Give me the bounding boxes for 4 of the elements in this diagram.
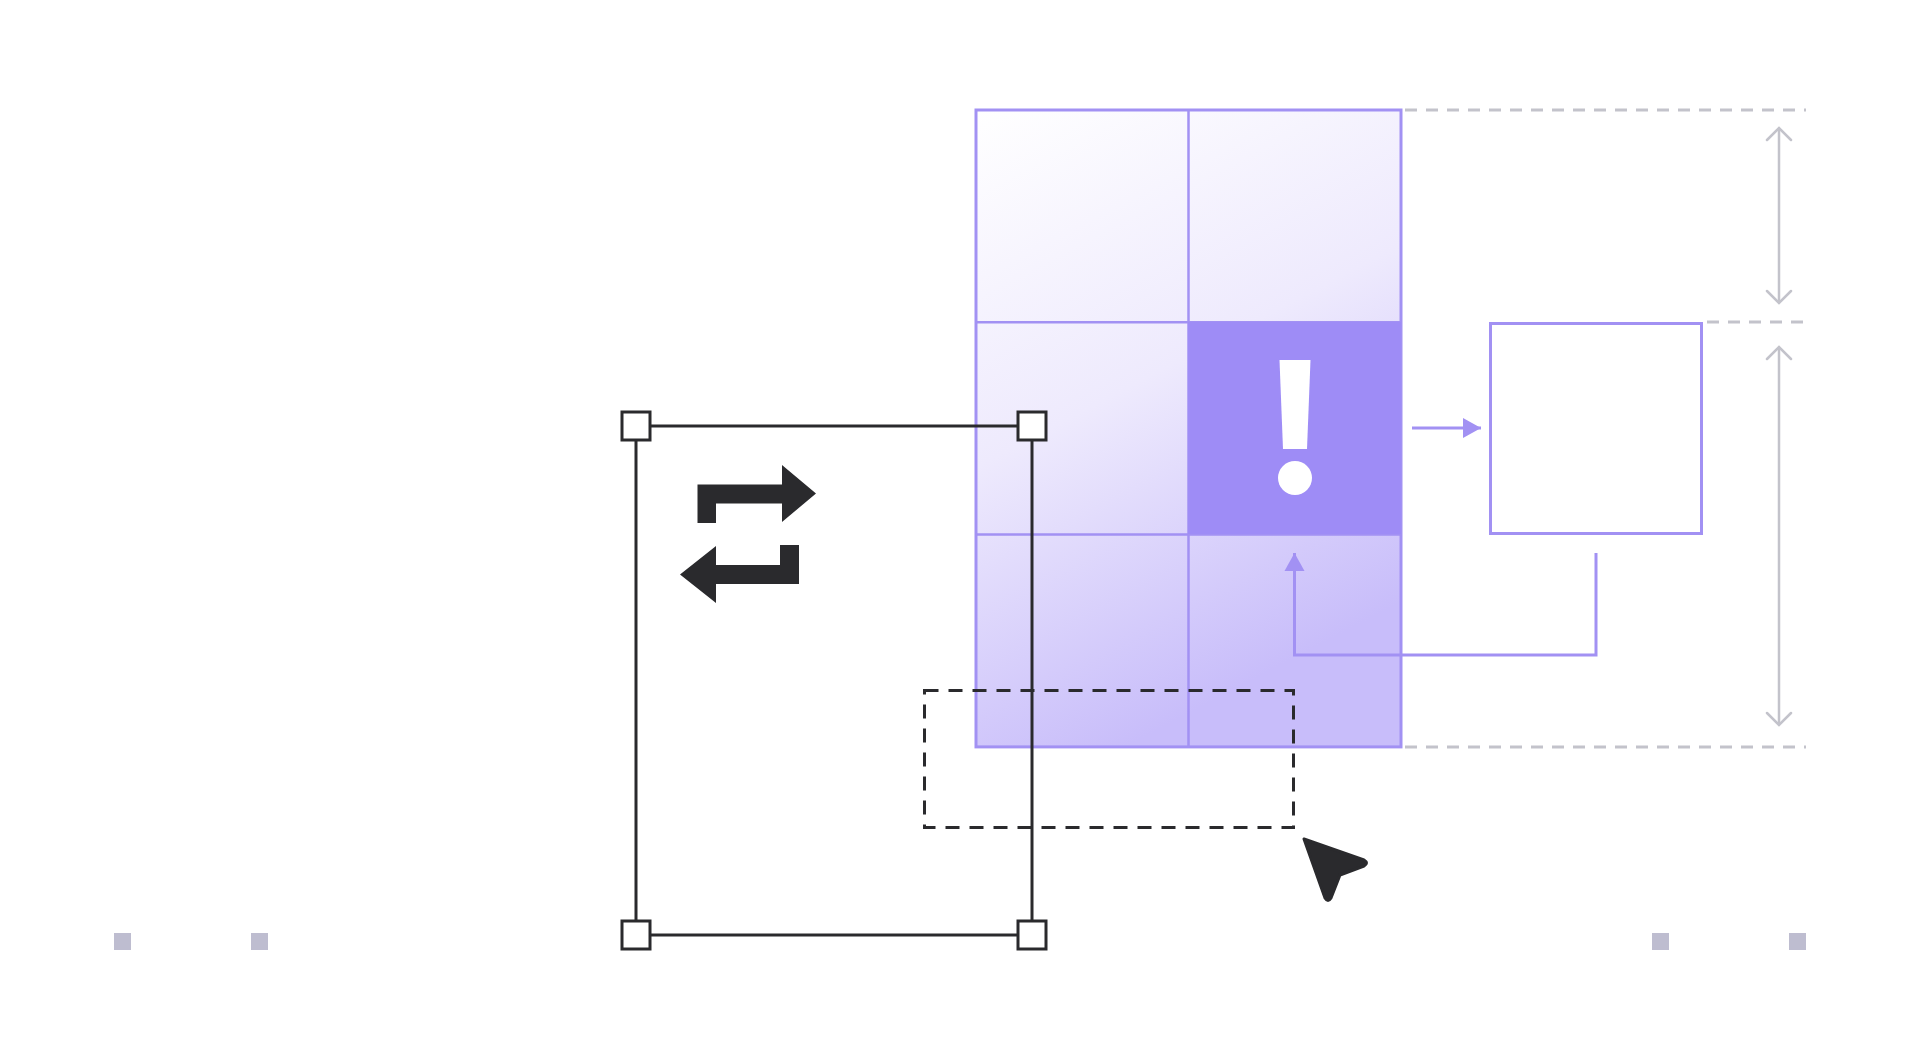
highlighted-cell (1188, 322, 1401, 534)
arrow (1412, 418, 1481, 438)
empty-box (1489, 322, 1703, 535)
arrow (1284, 553, 1598, 657)
